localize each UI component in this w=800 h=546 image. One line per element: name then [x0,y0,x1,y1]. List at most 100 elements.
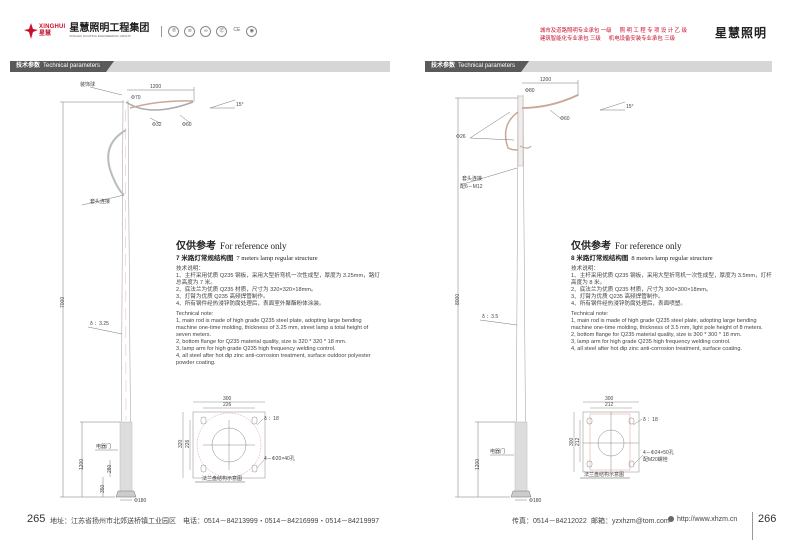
label-lamp-connection: 套头连接 [90,198,110,205]
brand-calligraphy: 星慧照明 [715,26,768,40]
dim-angle: 15° [236,102,244,108]
company-logo: XINGHUI 星慧 星慧照明工程集团 XINGHUI LIGHTING ENG… [24,20,258,42]
pole-drawing-7m: 装饰球 1200 Φ70 Φ32 Φ60 15° 套头连接 7000 δ ：3.… [60,81,295,504]
dim-arm-length: 1200 [540,77,551,83]
globe-icon [668,516,674,522]
footer-phone: 电话：0514－84213999・0514－84216999・0514－8421… [183,518,380,525]
label-door: 电器门 [96,443,111,450]
company-name: 星慧照明工程集团 [69,23,150,34]
label-lamp-connection: 套头连接 [462,175,482,182]
note-cn: 3、灯臂为优质 Q235 高频焊管制作。 [176,294,269,300]
flange-inner-v: 212 [575,437,581,446]
qualification: 建筑智能化专业承包 三级 [540,36,601,42]
qualification: 照 明 工 程 专 项 设 计 乙 级 [619,28,687,34]
cert-icon: ≋ [184,25,196,37]
page-number: 266 [758,513,777,525]
page-number: 265 [27,513,46,525]
ce-mark-icon: CE [233,26,241,33]
qualifications: 城市及道路照明专业承包 一级 照 明 工 程 专 项 设 计 乙 级 建筑智能化专… [540,27,695,43]
dim-thickness: δ ：3.25 [90,321,109,327]
flange-caption: 法兰盘结构示意图 [202,475,242,482]
cert-icon: ® [168,25,180,37]
dim-door-bottom: 350 [100,484,106,493]
notes-label: 技术说明： [571,266,599,272]
flange-holes: 4－Φ20×40孔 [264,455,295,462]
flange-outer-v: 320 [178,439,184,448]
footer-email: 邮箱：yzxhzm@tom.com [591,518,670,525]
flange-bolts: 配M20螺栓 [643,456,668,463]
note-en: 1, main rod is made of high grade Q235 s… [176,318,369,338]
dim-base-dia: Φ180 [134,498,147,504]
footer-divider [752,512,753,540]
dim-phi80: Φ80 [525,88,535,94]
logo-text-cn: 星慧 [39,31,52,37]
note-en: 2, bottom flange for Q235 material quali… [571,332,742,338]
dim-door-height: 1200 [79,459,85,470]
flange-thickness: δ ：18 [264,416,279,422]
logo-mark: XINGHUI 星慧 [24,20,65,42]
dim-height: 8000 [455,294,461,305]
pole-drawing-8m: 1200 Φ80 Φ60 Φ26 15° 套头连接 配6－M12 8000 δ … [455,77,674,504]
cert-icon: ㊣ [216,25,228,37]
footer-address: 地址：江苏省扬州市北郊送桥镇工业园区 [50,518,176,525]
dim-base-dia: Φ180 [529,498,542,504]
note-cn: 1、主杆采用优质 Q235 钢板，采用大型折弯机一次性成型，厚度为 3.25mm… [176,273,380,286]
dim-height: 7000 [60,297,66,308]
flange-thickness: δ ：18 [643,417,658,423]
note-cn: 4、所有钢件经热浸锌防腐处理后，表面室外聚酯粉体涂装。 [176,301,325,307]
label-decor-ball: 装饰球 [80,81,95,88]
cert-icon: ∞ [200,25,212,37]
label-bolt: 配6－M12 [460,184,483,190]
flange-inner-v: 226 [185,439,191,448]
star-logo-icon [24,23,38,39]
note-cn: 1、主杆采用优质 Q235 钢板，采用大型折弯机一次性成型，厚度为 3.5mm，… [571,273,772,286]
dim-arm-length: 1200 [150,84,161,90]
notes-label-en: Technical note: [571,311,609,317]
logo-text: XINGHUI [39,24,66,30]
footer-fax: 传真：0514－84212022 [512,518,587,525]
flange-inner: 212 [605,402,614,408]
note-en: 3, lamp arm for high grade Q235 high fre… [571,339,731,345]
dim-phi60: Φ60 [182,122,192,128]
dim-thickness: δ ：3.5 [482,314,498,320]
flange-inner: 226 [223,402,232,408]
company-name-en: XINGHUI LIGHTING ENGINEERING GROUP [69,34,131,38]
notes-label-en: Technical note: [176,311,214,317]
note-cn: 2、底法兰为优质 Q235 材质，尺寸为 300×300×18mm。 [571,287,712,293]
note-en: 3, lamp arm for high grade Q235 high fre… [176,346,336,352]
dim-phi32: Φ32 [152,122,162,128]
flange-holes: 4－Φ24×50孔 [643,449,674,456]
dim-door-size: 280 [107,464,113,473]
dim-phi26: Φ26 [456,134,466,140]
dim-door-height: 1200 [475,459,481,470]
notes-label: 技术说明： [176,266,204,272]
flange-outer: 300 [223,396,232,402]
note-en: 4, all steel after hot dip zinc anti-cor… [571,346,743,352]
dim-angle: 15° [626,104,634,110]
note-en: 2, bottom flange for Q235 material quali… [176,339,347,345]
qualification: 城市及道路照明专业承包 一级 [540,28,612,34]
note-cn: 2、底法兰为优质 Q235 材质，尺寸为 320×320×18mm。 [176,287,317,293]
note-cn: 3、灯臂为优质 Q235 高频焊管制作。 [571,294,664,300]
note-en: 4, all steel after hot dip zinc anti-cor… [176,353,371,366]
footer-web: http://www.xhzm.cn [668,516,737,523]
label-door: 电器门 [490,448,505,455]
cert-icon: ◉ [246,25,258,37]
note-cn: 4、所有钢件经热浸锌防腐处理后，表面喷塑。 [571,301,686,307]
note-en: 1, main rod is made of high grade Q235 s… [571,318,763,331]
flange-outer-v: 300 [569,437,575,446]
flange-diagram [182,401,266,483]
qualification: 机电设备安装专业承包 三级 [608,36,675,42]
flange-diagram [573,401,644,479]
dim-phi60: Φ60 [560,116,570,122]
